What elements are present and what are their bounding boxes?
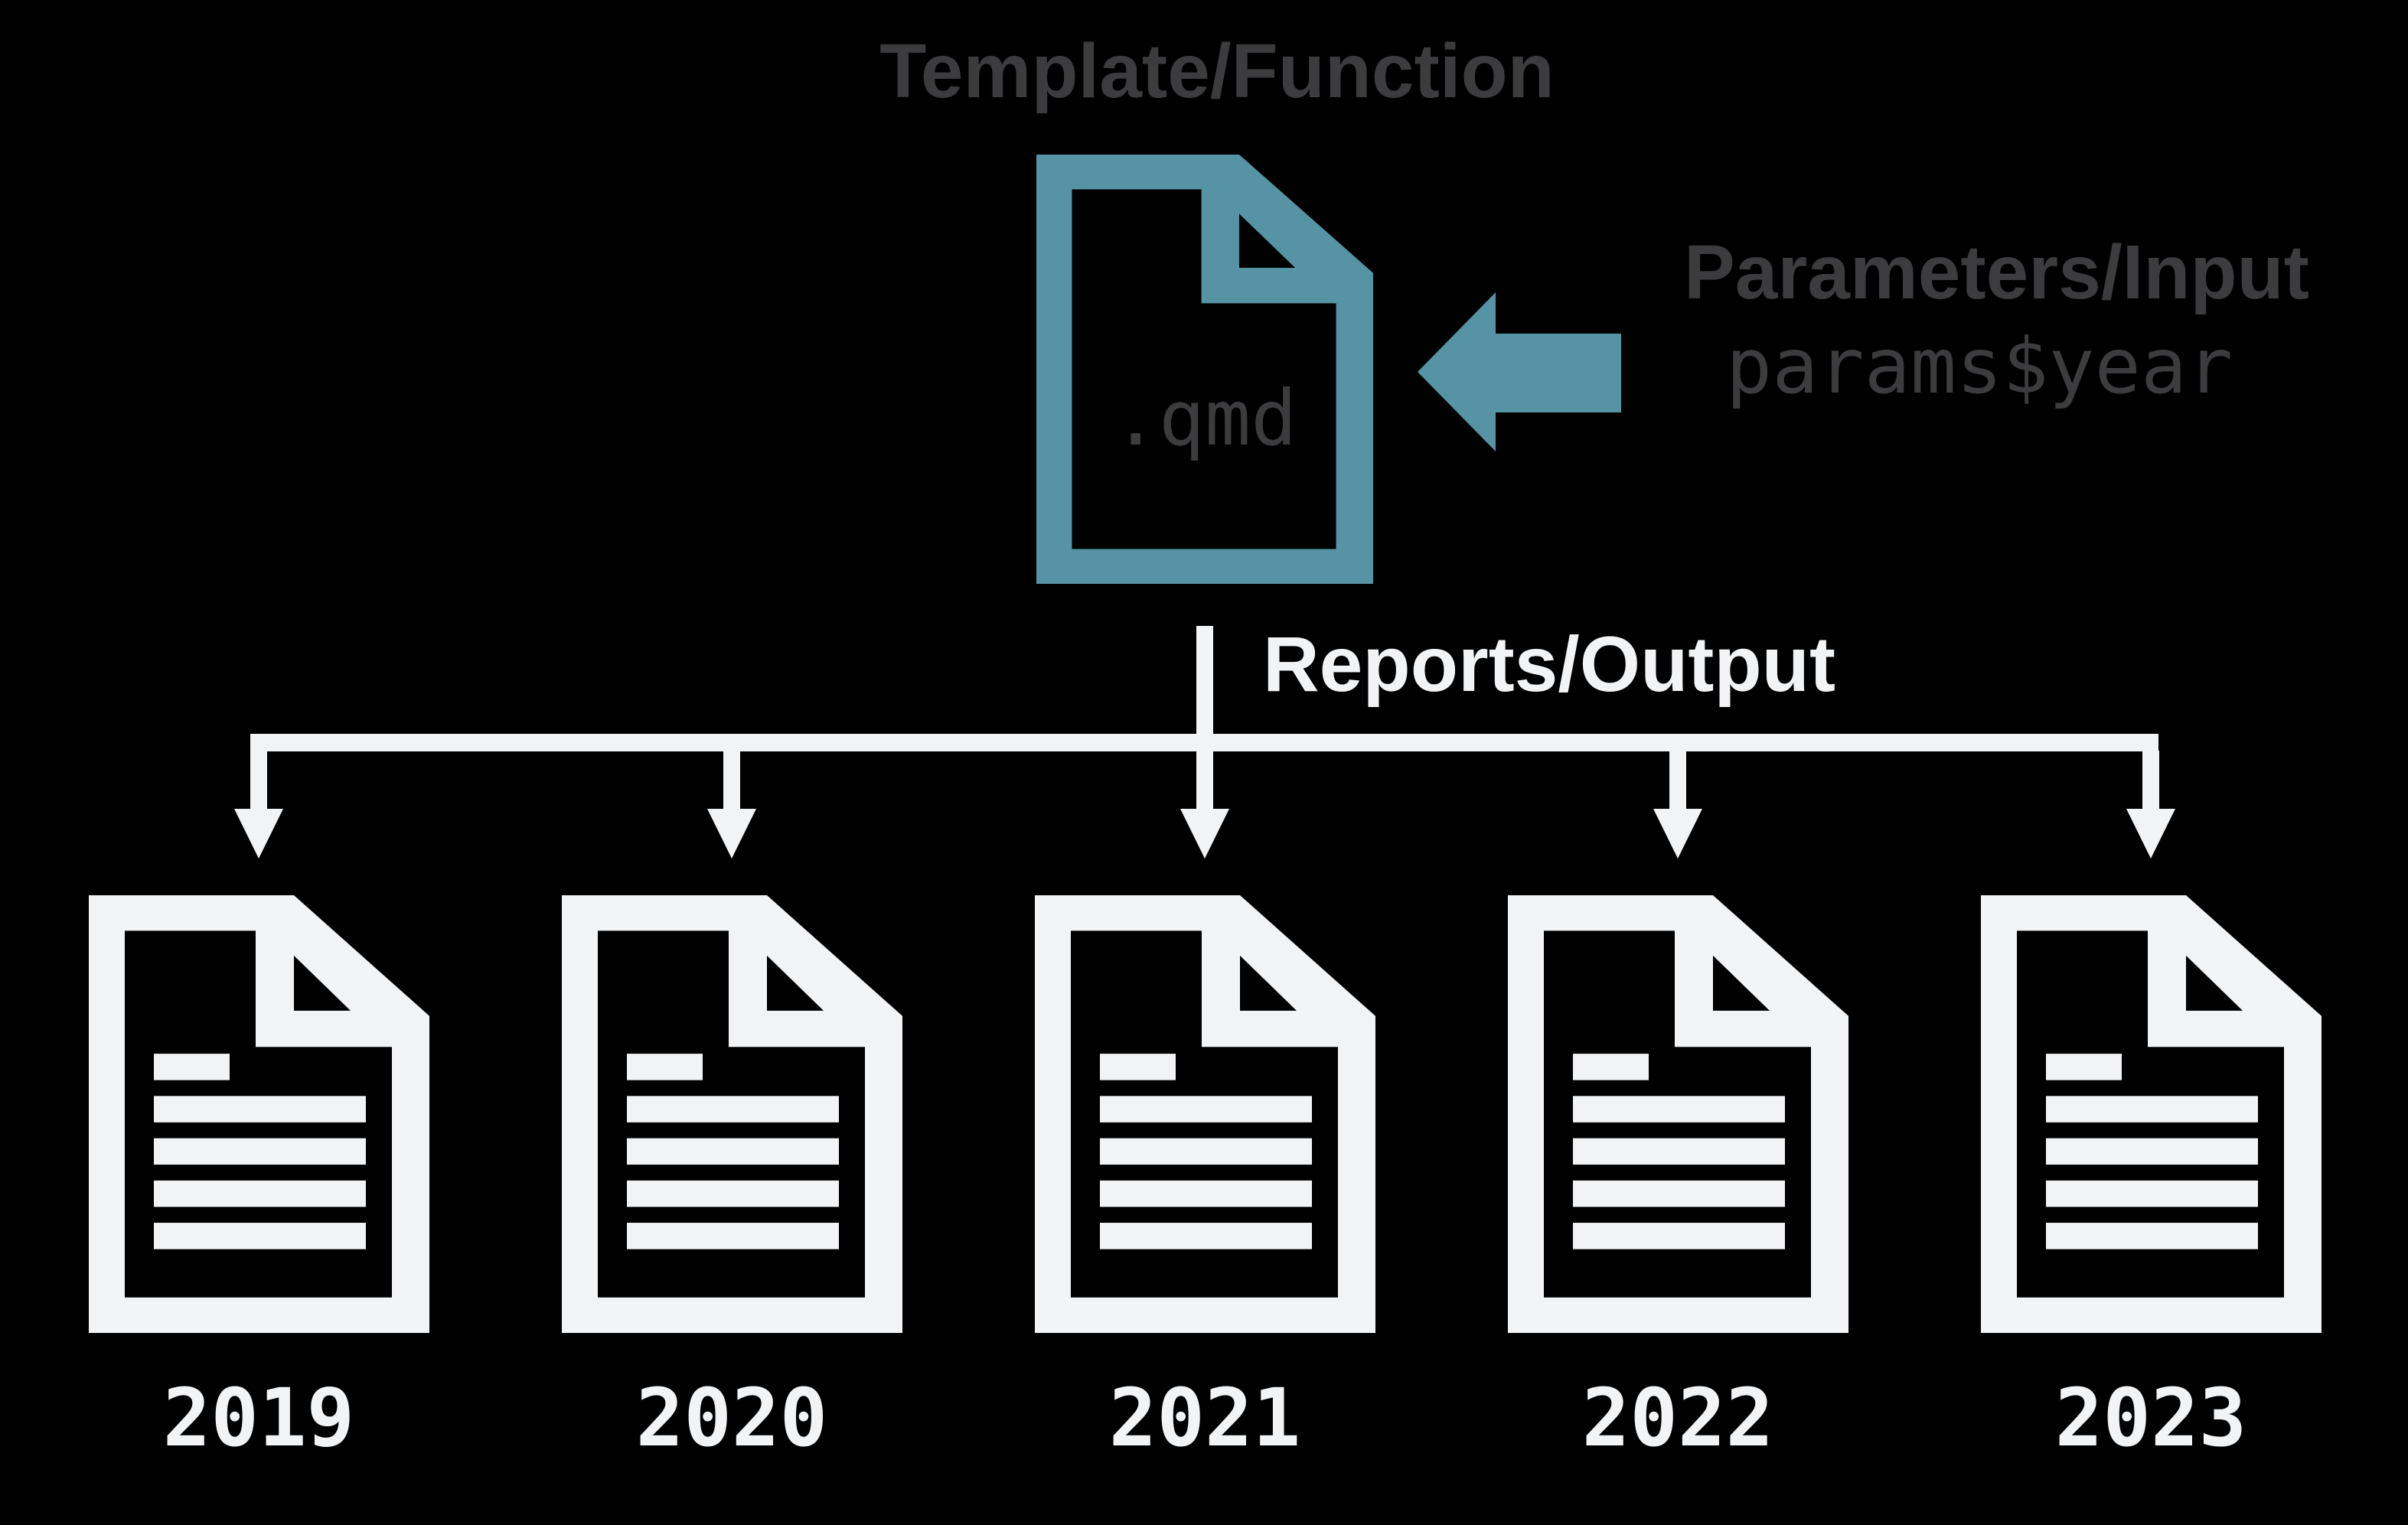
branch-arrow-icon <box>1669 751 1686 810</box>
report-file-2023 <box>1981 895 2322 1333</box>
report-file-2021 <box>1035 895 1375 1333</box>
report-file-icon <box>1035 895 1375 1333</box>
year-label: 2021 <box>1108 1371 1301 1465</box>
reports-output-label: Reports/Output <box>1263 621 1835 708</box>
year-label: 2020 <box>635 1371 828 1465</box>
report-file-2020 <box>562 895 902 1333</box>
year-label: 2023 <box>2054 1371 2247 1465</box>
branch-arrowhead-icon <box>1180 809 1229 859</box>
qmd-file-label: .qmd <box>1112 373 1297 463</box>
branch-arrow-icon <box>2142 751 2159 810</box>
template-function-label: Template/Function <box>879 28 1555 114</box>
report-file-icon <box>1981 895 2322 1333</box>
input-arrow-icon <box>1418 292 1621 451</box>
connector-line-vertical <box>1196 626 1213 734</box>
year-label: 2019 <box>162 1371 355 1465</box>
branch-arrowhead-icon <box>1653 809 1702 859</box>
parameters-input-label: Parameters/Input <box>1684 230 2309 315</box>
report-file-icon <box>562 895 902 1333</box>
year-label: 2022 <box>1581 1371 1774 1465</box>
connector-bar-horizontal <box>250 734 2158 751</box>
qmd-template-file <box>1036 155 1373 584</box>
branch-arrowhead-icon <box>2126 809 2175 859</box>
report-file-icon <box>89 895 429 1333</box>
report-file-2019 <box>89 895 429 1333</box>
branch-arrowhead-icon <box>707 809 756 859</box>
branch-arrow-icon <box>1196 751 1213 810</box>
branch-arrowhead-icon <box>234 809 283 859</box>
branch-arrow-icon <box>723 751 740 810</box>
qmd-file-icon <box>1036 155 1373 584</box>
report-file-icon <box>1508 895 1848 1333</box>
report-file-2022 <box>1508 895 1848 1333</box>
params-code-label: params$year <box>1726 321 2233 411</box>
branch-arrow-icon <box>250 751 267 810</box>
